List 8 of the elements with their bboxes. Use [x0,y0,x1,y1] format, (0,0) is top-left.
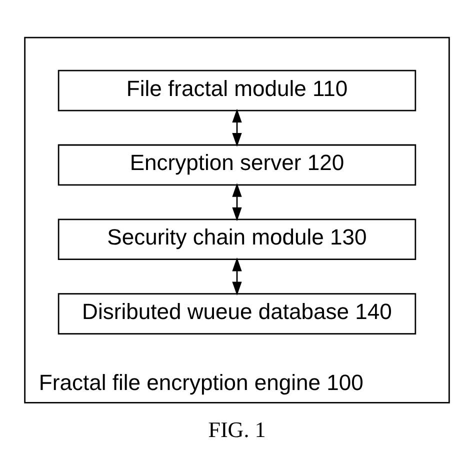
arrow [232,182,242,221]
arrow [232,256,242,296]
arrow [232,108,242,146]
node-box: File fractal module 110 [58,69,416,111]
node-box: Disributed wueue database 140 [58,292,416,334]
node-box: Encryption server 120 [58,144,416,186]
node-box: Security chain module 130 [58,218,416,260]
caption: FIG. 1 [208,416,266,442]
